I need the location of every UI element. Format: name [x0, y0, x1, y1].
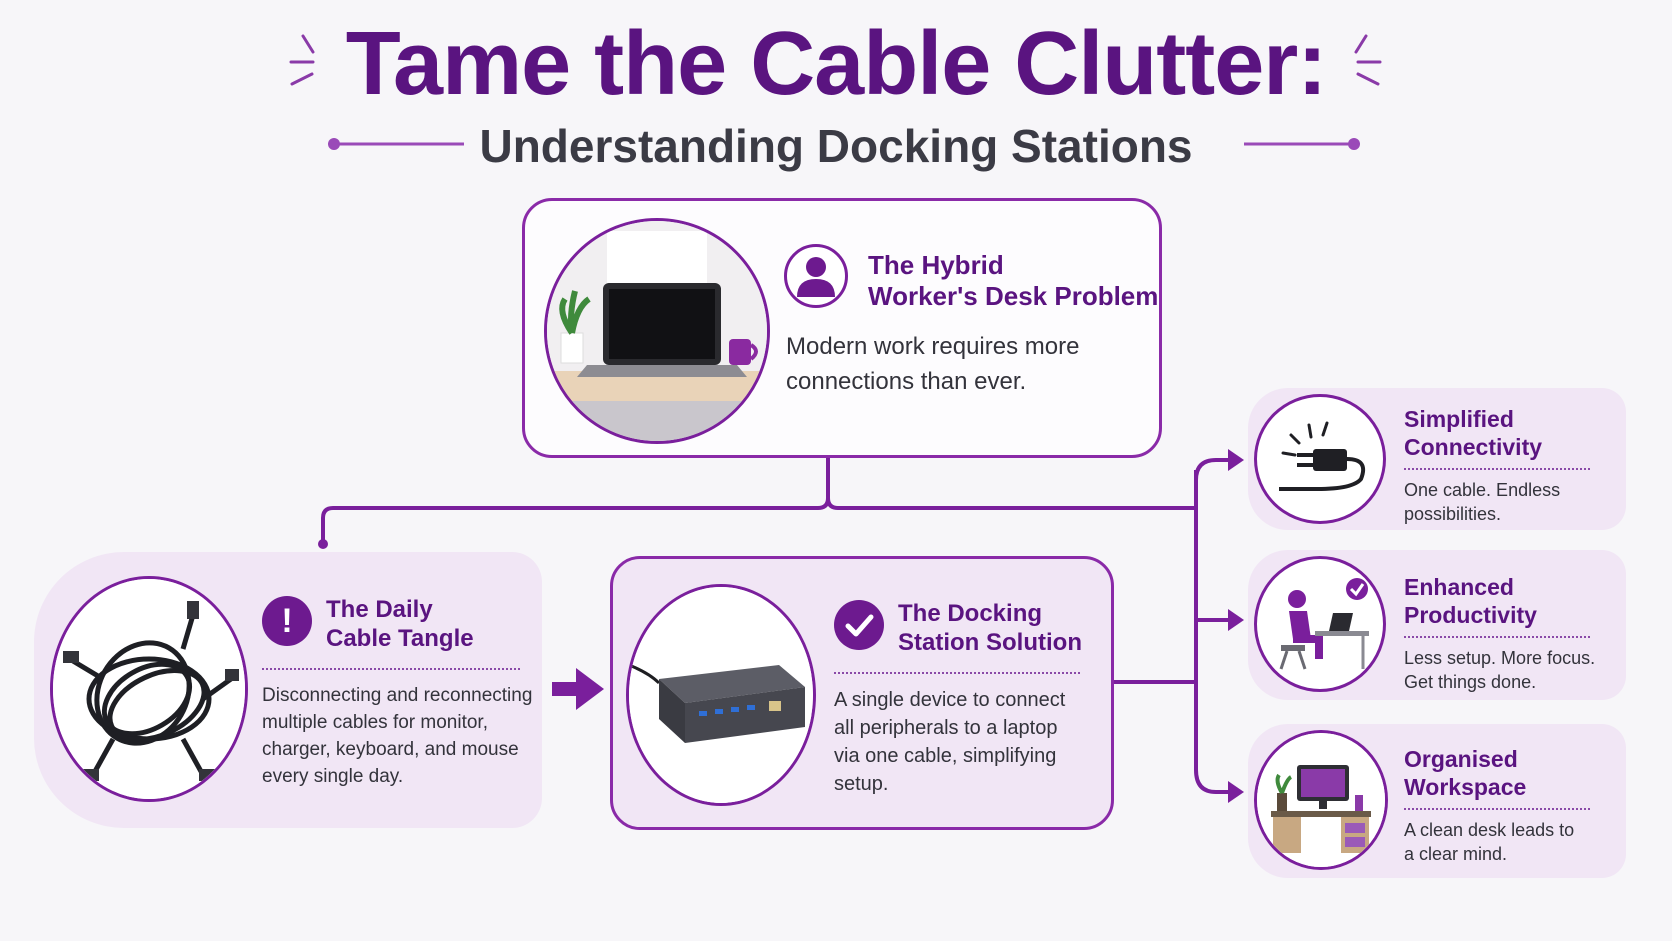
problem-body-line2: connections than ever.: [786, 367, 1027, 395]
problem-body-line1: Modern work requires more: [786, 333, 1080, 360]
docking-station-photo: [626, 584, 816, 806]
plug-icon: [1254, 394, 1386, 524]
tangle-body: Disconnecting and reconnecting multiple …: [262, 682, 532, 790]
page-title: Tame the Cable Clutter:: [345, 14, 1328, 114]
benefit-body-line1: One cable. Endless: [1404, 480, 1561, 500]
exclamation-icon: !: [262, 596, 312, 646]
benefit-body-line2: possibilities.: [1404, 504, 1502, 524]
flow-arrow: [552, 668, 604, 710]
benefit-title-workspace: Organised Workspace: [1404, 746, 1526, 801]
benefit-title-productivity: Enhanced Productivity: [1404, 574, 1537, 629]
checkmark-icon: [834, 600, 884, 650]
connector-endpoint: [318, 539, 328, 549]
arrowheads: [1228, 449, 1244, 803]
tangle-title: The Daily Cable Tangle: [326, 596, 474, 654]
benefit-title-line2: Productivity: [1404, 601, 1537, 628]
solution-body-line: all peripherals to a laptop: [834, 717, 1058, 739]
cable-tangle-photo: [50, 576, 248, 802]
title-sparkle-right: [1354, 34, 1382, 86]
problem-title-line1: The Hybrid: [868, 250, 1004, 280]
subtitle-rule-right: [1244, 138, 1360, 150]
tangle-divider: [262, 668, 520, 670]
benefit-body-connectivity: One cable. Endless possibilities.: [1404, 478, 1560, 526]
solution-body-line: via one cable, simplifying: [834, 745, 1057, 767]
subtitle-rule-left: [328, 138, 464, 150]
benefit-title-connectivity: Simplified Connectivity: [1404, 406, 1542, 461]
benefit-body-line1: Less setup. More focus.: [1404, 648, 1596, 668]
tangle-title-line2: Cable Tangle: [326, 624, 474, 652]
problem-title: The Hybrid Worker's Desk Problem: [868, 250, 1158, 312]
tangle-body-line: multiple cables for monitor,: [262, 712, 488, 733]
tidy-desk-icon: [1254, 730, 1388, 870]
solution-body: A single device to connect all periphera…: [834, 686, 1065, 798]
benefit-divider: [1404, 636, 1590, 638]
page-subtitle: Understanding Docking Stations: [479, 120, 1193, 172]
title-sparkle-left: [289, 34, 315, 86]
benefit-title-line2: Connectivity: [1404, 433, 1543, 460]
worker-at-desk-icon: [1254, 556, 1386, 692]
benefit-body-line2: a clear mind.: [1404, 844, 1508, 864]
benefit-title-line1: Organised: [1404, 746, 1518, 772]
solution-title: The Docking Station Solution: [898, 600, 1082, 658]
tangle-body-line: charger, keyboard, and mouse: [262, 739, 519, 760]
benefit-divider: [1404, 808, 1590, 810]
tangle-body-line: every single day.: [262, 766, 404, 787]
benefit-body-workspace: A clean desk leads to a clear mind.: [1404, 818, 1574, 866]
solution-title-line1: The Docking: [898, 600, 1043, 627]
desk-laptop-photo: [544, 218, 770, 444]
person-icon: [784, 244, 848, 308]
benefit-title-line2: Workspace: [1404, 773, 1527, 800]
problem-title-line2: Worker's Desk Problem: [868, 281, 1159, 312]
benefit-body-line1: A clean desk leads to: [1404, 820, 1575, 840]
tangle-title-line1: The Daily: [326, 596, 433, 623]
flow-connectors: [321, 458, 1228, 794]
tangle-body-line: Disconnecting and reconnecting: [262, 685, 533, 706]
solution-divider: [834, 672, 1080, 674]
benefit-title-line1: Enhanced: [1404, 574, 1514, 600]
benefit-body-productivity: Less setup. More focus. Get things done.: [1404, 646, 1595, 694]
solution-body-line: setup.: [834, 773, 889, 795]
benefit-body-line2: Get things done.: [1404, 672, 1537, 692]
solution-title-line2: Station Solution: [898, 628, 1082, 656]
solution-body-line: A single device to connect: [834, 689, 1066, 711]
benefit-title-line1: Simplified: [1404, 406, 1514, 432]
benefit-divider: [1404, 468, 1590, 470]
problem-body: Modern work requires more connections th…: [786, 330, 1079, 400]
